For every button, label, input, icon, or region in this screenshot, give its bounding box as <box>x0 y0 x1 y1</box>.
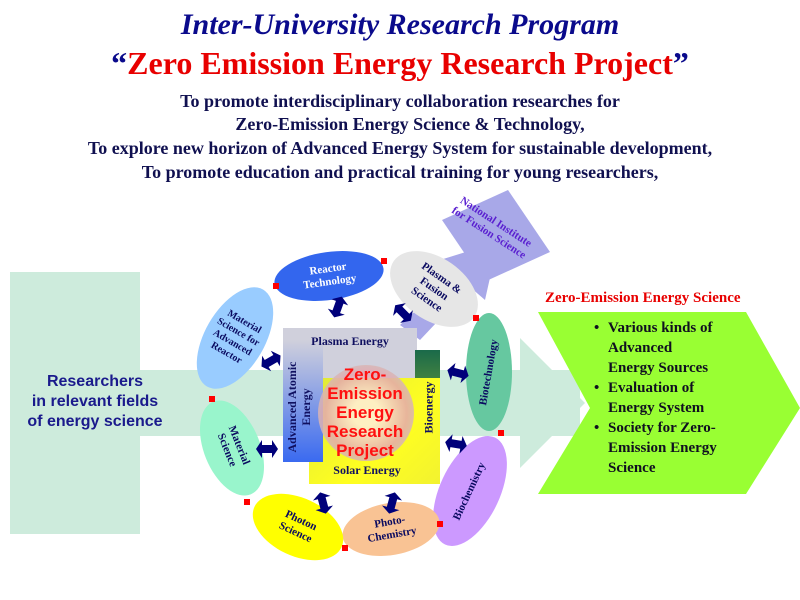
bioenergy-label: Bioenergy <box>421 381 436 434</box>
biochem-line-1: Biochemistry <box>450 460 489 522</box>
project-title: “Zero Emission Energy Research Project” <box>0 44 800 82</box>
double-arrow-icon <box>447 363 469 383</box>
solar-energy-label: Solar Energy <box>333 463 401 477</box>
output-heading: Zero-Emission Energy Science <box>545 290 741 306</box>
bullet-2-line-1: Evaluation of <box>608 380 695 396</box>
double-arrow-icon <box>261 350 281 372</box>
core-line-4: Research <box>326 422 404 441</box>
ring-connector-dot <box>342 545 348 551</box>
core-line-3: Energy <box>336 403 394 422</box>
goal-line-4: To promote education and practical train… <box>141 162 659 182</box>
core-circle <box>318 365 414 461</box>
ring-connector-dot <box>437 521 443 527</box>
core-label: Zero- Emission Energy Research Project <box>322 365 408 460</box>
ring-connector-dot <box>209 396 215 402</box>
goal-line-2: Zero-Emission Energy Science & Technolog… <box>235 114 585 134</box>
bullet-1-line-2: Advanced <box>608 340 673 356</box>
close-quote: ” <box>672 45 689 81</box>
bullet-2-line-2: Energy System <box>608 400 705 416</box>
output-bullets: Various kinds of Advanced Energy Sources… <box>590 318 770 478</box>
aae-line-2: Energy <box>299 388 313 426</box>
program-title: Inter-University Research Program <box>180 8 620 41</box>
bullet-1-line-1: Various kinds of <box>608 320 713 336</box>
researchers-label: Researchers in relevant fields of energy… <box>10 372 180 432</box>
bullet-3-line-3: Science <box>608 460 656 476</box>
bullet-1-line-3: Energy Sources <box>608 360 709 376</box>
double-arrow-icon <box>382 492 402 514</box>
bullet-3-line-1: Society for Zero- <box>608 420 716 436</box>
aae-line-1: Advanced Atomic <box>285 361 299 453</box>
core-line-2: Emission <box>327 384 403 403</box>
core-line-5: Project <box>336 441 394 460</box>
double-arrow-icon <box>393 303 413 323</box>
output-bullet: Various kinds of Advanced Energy Sources <box>590 318 770 378</box>
double-arrow-icon <box>327 296 349 318</box>
researchers-line-1: Researchers <box>46 373 144 390</box>
plasma-energy-label: Plasma Energy <box>311 334 389 348</box>
core-line-1: Zero- <box>343 365 387 384</box>
double-arrow-icon <box>313 492 333 514</box>
biotech-line-1: Biotechnology <box>476 338 501 406</box>
advanced-atomic-panel <box>283 340 323 462</box>
advanced-atomic-label: Advanced Atomic Energy <box>285 347 313 467</box>
double-arrow-icon <box>256 440 278 458</box>
double-arrow-icon <box>445 434 467 454</box>
ring-connector-dot <box>273 283 279 289</box>
flow-arrow-head <box>520 338 585 468</box>
project-title-text: Zero Emission Energy Research Project <box>127 45 673 81</box>
bullet-3-line-2: Emission Energy <box>608 440 717 456</box>
open-quote: “ <box>111 45 128 81</box>
researchers-line-3: of energy science <box>27 413 163 430</box>
ring-connector-dot <box>244 499 250 505</box>
goal-line-3: To explore new horizon of Advanced Energ… <box>87 138 713 158</box>
ring-connector-dot <box>381 258 387 264</box>
researchers-block <box>10 272 140 534</box>
output-bullet: Evaluation of Energy System <box>590 378 770 418</box>
ring-connector-dot <box>473 315 479 321</box>
ring-connector-dot <box>498 430 504 436</box>
researchers-line-2: in relevant fields <box>31 393 159 410</box>
output-bullet: Society for Zero- Emission Energy Scienc… <box>590 418 770 478</box>
biotechnology-node: Biotechnology <box>466 313 512 431</box>
goal-line-1: To promote interdisciplinary collaborati… <box>180 91 620 111</box>
